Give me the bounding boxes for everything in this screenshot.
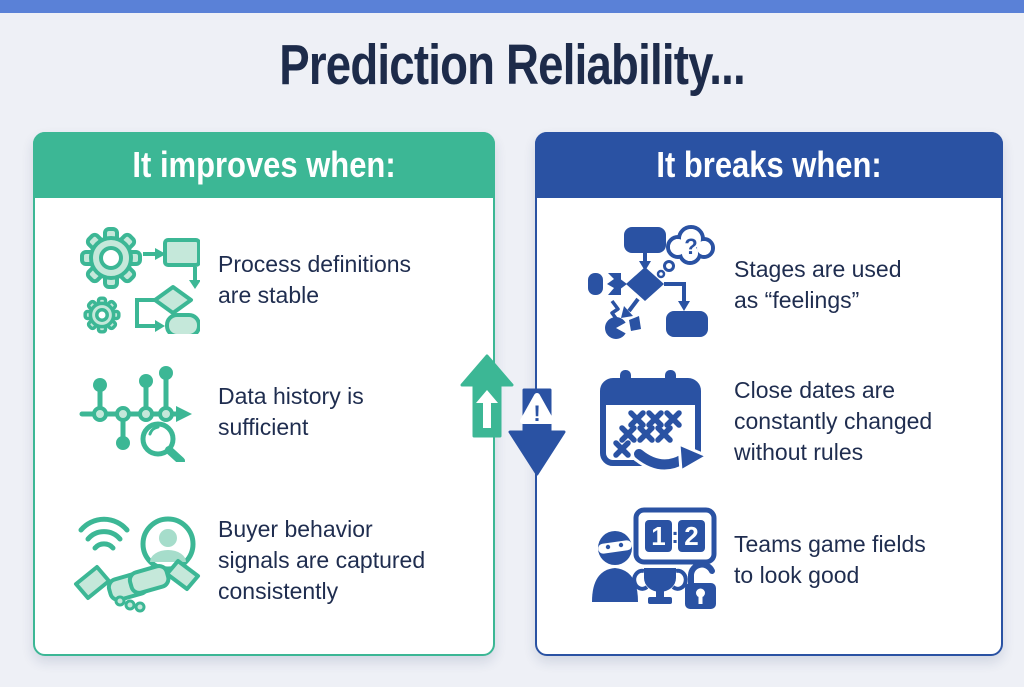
list-item-teams-game: 1 : 2 bbox=[537, 498, 1001, 622]
handshake-signals-icon bbox=[71, 508, 203, 614]
item-text-line: signals are captured bbox=[218, 547, 426, 573]
item-text: Buyer behavior signals are captured cons… bbox=[218, 514, 425, 607]
item-text-line: sufficient bbox=[218, 414, 309, 440]
list-item-stages-feelings: ? bbox=[537, 225, 1001, 340]
improves-header-label: It improves when: bbox=[132, 144, 396, 185]
calendar-crossed-dates-icon bbox=[587, 368, 719, 474]
item-text-line: consistently bbox=[218, 578, 339, 604]
score-home: 1 bbox=[651, 521, 665, 551]
breaks-card-header: It breaks when: bbox=[535, 132, 1003, 198]
item-text-line: Close dates are bbox=[734, 376, 896, 403]
warning-glyph: ! bbox=[533, 401, 540, 426]
score-away: 2 bbox=[684, 521, 698, 551]
item-text-line: without rules bbox=[734, 438, 864, 465]
list-item-buyer-behavior: Buyer behavior signals are captured cons… bbox=[35, 488, 493, 633]
breaks-card-body: ? bbox=[537, 198, 1001, 654]
item-text: Stages are used as “feelings” bbox=[734, 254, 902, 316]
improves-card-header: It improves when: bbox=[33, 132, 495, 198]
item-text-line: Buyer behavior bbox=[218, 516, 373, 542]
improves-card: It improves when: bbox=[33, 132, 495, 656]
list-item-data-history: Data history is sufficient bbox=[35, 353, 493, 471]
page-title: Prediction Reliability... bbox=[0, 34, 1024, 96]
item-text: Data history is sufficient bbox=[218, 381, 364, 443]
item-text-line: Process definitions bbox=[218, 251, 412, 277]
page-title-text: Prediction Reliability... bbox=[279, 33, 745, 97]
list-item-process-definitions: Process definitions are stable bbox=[35, 225, 493, 335]
item-text: Teams game fields to look good bbox=[734, 529, 926, 591]
broken-flowchart-question-icon: ? bbox=[587, 225, 719, 345]
score-separator: : bbox=[671, 523, 678, 548]
improves-up-arrow-icon bbox=[460, 354, 514, 438]
breaks-down-arrow-icon: ! bbox=[508, 388, 566, 476]
item-text-line: Data history is bbox=[218, 383, 364, 409]
item-text-line: as “feelings” bbox=[734, 287, 860, 313]
item-text-line: to look good bbox=[734, 562, 860, 588]
top-accent-bar bbox=[0, 0, 1024, 13]
item-text-line: constantly changed bbox=[734, 407, 933, 434]
breaks-header-label: It breaks when: bbox=[656, 144, 882, 185]
breaks-card: It breaks when: bbox=[535, 132, 1003, 656]
gears-flowchart-icon bbox=[71, 226, 203, 334]
warning-triangle-icon bbox=[520, 393, 554, 424]
item-text: Process definitions are stable bbox=[218, 249, 411, 311]
question-glyph: ? bbox=[684, 234, 697, 259]
timeline-magnifier-icon bbox=[71, 362, 203, 462]
item-text: Close dates are constantly changed witho… bbox=[734, 375, 932, 468]
item-text-line: Stages are used bbox=[734, 256, 902, 282]
list-item-close-dates: Close dates are constantly changed witho… bbox=[537, 362, 1001, 480]
item-text-line: Teams game fields bbox=[734, 531, 926, 557]
improves-card-body: Process definitions are stable bbox=[35, 198, 493, 654]
masked-player-scoreboard-icon: 1 : 2 bbox=[587, 506, 719, 614]
item-text-line: are stable bbox=[218, 282, 320, 308]
